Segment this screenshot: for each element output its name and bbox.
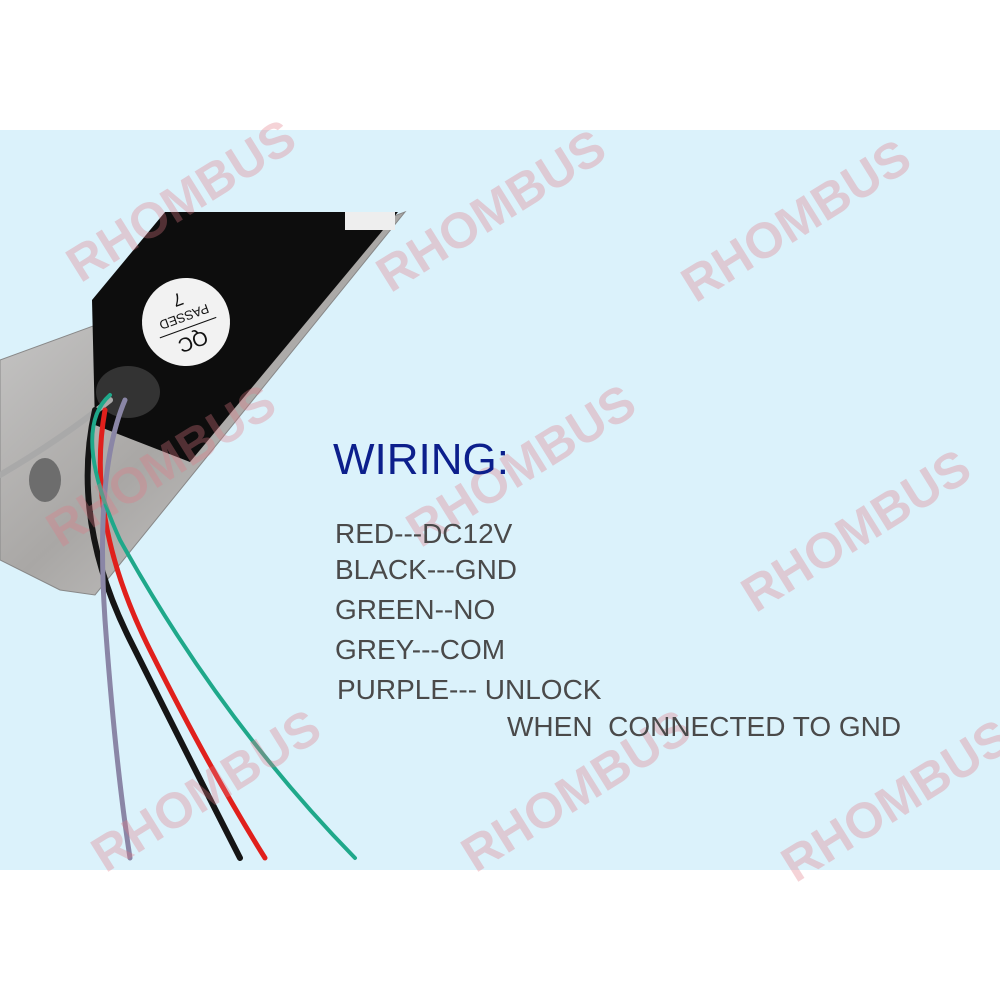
wire-red: [97, 407, 268, 861]
wiring-line-grey: GREY---COM: [335, 634, 506, 665]
black-housing: [92, 212, 398, 462]
wire-purple: [100, 397, 133, 861]
wire-black: [84, 407, 243, 861]
housing-sticker: [345, 212, 395, 230]
wiring-line-purple: PURPLE--- UNLOCK: [337, 674, 602, 705]
wiring-line-red: RED---DC12V: [335, 518, 513, 549]
screw-hole: [29, 458, 61, 502]
wiring-line-black: BLACK---GND: [335, 554, 518, 585]
wiring-title: WIRING:: [333, 435, 509, 484]
qc-label: QC PASSED 7: [142, 278, 230, 366]
wiring-line-green: GREEN--NO: [335, 594, 496, 625]
watermark-text: RHOMBUS: [367, 118, 616, 302]
wire-green: [90, 393, 357, 860]
wiring-line-purple-note: WHEN CONNECTED TO GND: [507, 711, 902, 742]
watermark-text: RHOMBUS: [732, 438, 981, 622]
watermark-text: RHOMBUS: [672, 128, 921, 312]
cable-grommet: [96, 366, 160, 418]
